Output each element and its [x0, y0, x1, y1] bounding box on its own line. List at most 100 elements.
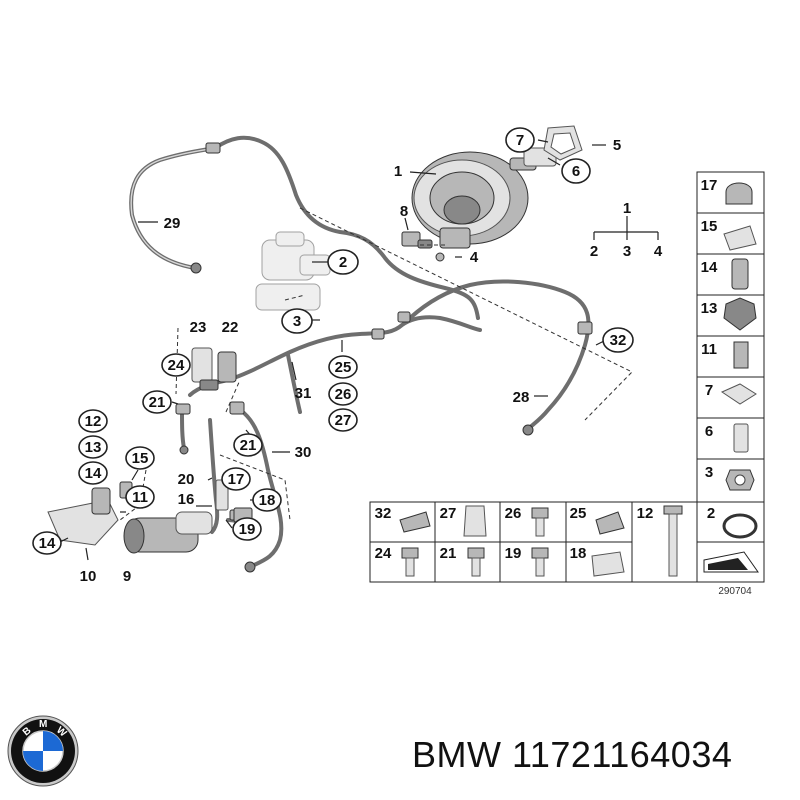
callout-label: 11	[132, 489, 148, 506]
brake-booster	[411, 125, 583, 249]
callout-label: 21	[149, 394, 166, 411]
callout-10: 10	[80, 568, 97, 585]
callout-2: 2	[327, 249, 359, 275]
callout-27: 27	[328, 408, 358, 432]
callout-16: 16	[178, 491, 195, 508]
callout-label: 10	[80, 568, 97, 585]
bolt-icon	[467, 547, 485, 559]
callout-label: 28	[513, 389, 530, 406]
callout-label: 3	[293, 313, 301, 330]
callout-label: 22	[222, 319, 239, 336]
grid-label: 15	[701, 218, 718, 235]
callout-label: 32	[610, 332, 627, 349]
callout-label: 1	[394, 163, 402, 180]
vacuum-sensor-8	[401, 231, 445, 262]
callout-23: 23	[190, 319, 207, 336]
callout-label: 29	[164, 215, 181, 232]
tree-child-label: 3	[623, 243, 631, 260]
long-bolt-icon	[663, 505, 683, 515]
grid-label: 18	[570, 545, 587, 562]
bottom-parts-grid: 32 27 26 25 12 2 24 21 19 18 290704	[369, 501, 765, 597]
grid-label: 32	[375, 505, 392, 522]
clip-icon	[725, 182, 753, 205]
callout-label: 17	[228, 471, 245, 488]
sleeve-icon	[731, 258, 749, 290]
callout-7: 7	[505, 127, 535, 153]
callout-label: 9	[123, 568, 131, 585]
grid-label: 11	[701, 341, 717, 358]
callout-label: 30	[295, 444, 312, 461]
callout-9: 9	[123, 568, 131, 585]
tree-child-label: 2	[590, 243, 598, 260]
callout-label: 5	[613, 137, 621, 154]
callout-15: 15	[125, 446, 155, 470]
callout-5: 5	[613, 137, 621, 154]
callout-label: 4	[470, 249, 479, 266]
callout-label: 14	[39, 535, 56, 552]
callout-1: 1	[394, 163, 402, 180]
bolt-icon	[733, 341, 749, 369]
callout-label: 18	[259, 492, 276, 509]
callout-label: 13	[85, 439, 102, 456]
diagram-code: 290704	[718, 586, 752, 597]
callout-label: 2	[339, 254, 347, 271]
callout-32: 32	[602, 327, 634, 353]
grid-label: 6	[705, 423, 713, 440]
grid-label: 7	[705, 382, 713, 399]
rubber-mount-icon	[723, 297, 757, 331]
grid-label: 17	[701, 177, 718, 194]
callout-label: 16	[178, 491, 195, 508]
grommet-icon	[463, 505, 487, 537]
side-parts-grid: 17 15 14 13 11 7 6 3	[696, 171, 765, 503]
grid-label: 26	[505, 505, 522, 522]
callout-31: 31	[295, 385, 312, 402]
callout-25: 25	[328, 355, 358, 379]
callout-label: 21	[240, 437, 257, 454]
clip-bracket-icon	[595, 511, 625, 535]
callout-21b: 21	[233, 433, 263, 457]
tree-child-label: 4	[654, 243, 663, 260]
callout-21a: 21	[142, 390, 172, 414]
grid-label: 19	[505, 545, 522, 562]
bmw-logo-icon: B M W	[7, 715, 79, 787]
callout-11: 11	[125, 485, 155, 509]
flange-bolt-icon	[531, 547, 549, 559]
callout-18: 18	[252, 488, 282, 512]
master-cylinder	[255, 231, 331, 311]
callout-label: 6	[572, 163, 580, 180]
callout-22: 22	[222, 319, 239, 336]
callout-label: 23	[190, 319, 207, 336]
grid-label: 2	[707, 505, 715, 522]
callout-4: 4	[470, 249, 479, 266]
callout-19: 19	[232, 517, 262, 541]
callout-label: 14	[85, 465, 102, 482]
speed-nut-icon	[591, 551, 625, 577]
bolt-icon	[401, 547, 419, 559]
callout-label: 20	[178, 471, 195, 488]
callout-label: 12	[85, 413, 102, 430]
callout-label: 26	[335, 386, 352, 403]
callout-label: 15	[132, 450, 149, 467]
grid-label: 14	[701, 259, 718, 276]
o-ring-icon	[722, 513, 758, 539]
grid-label: 25	[570, 505, 587, 522]
part-number: BMW 11721164034	[412, 734, 733, 775]
callout-label: 27	[335, 412, 352, 429]
clamp-icon	[723, 225, 757, 251]
callout-14b: 14	[32, 531, 62, 555]
bolt-head-icon	[531, 507, 549, 519]
grid-label: 27	[440, 505, 457, 522]
callout-14a: 14	[78, 461, 108, 485]
callout-24: 24	[161, 353, 191, 377]
callout-26: 26	[328, 382, 358, 406]
callout-29: 29	[164, 215, 181, 232]
callout-12: 12	[78, 409, 108, 433]
callout-label: 24	[168, 357, 185, 374]
grid-label: 3	[705, 464, 713, 481]
callout-13: 13	[78, 435, 108, 459]
callout-label: 7	[516, 132, 524, 149]
callout-28: 28	[513, 389, 530, 406]
callout-17: 17	[221, 467, 251, 491]
callout-label: 31	[295, 385, 312, 402]
